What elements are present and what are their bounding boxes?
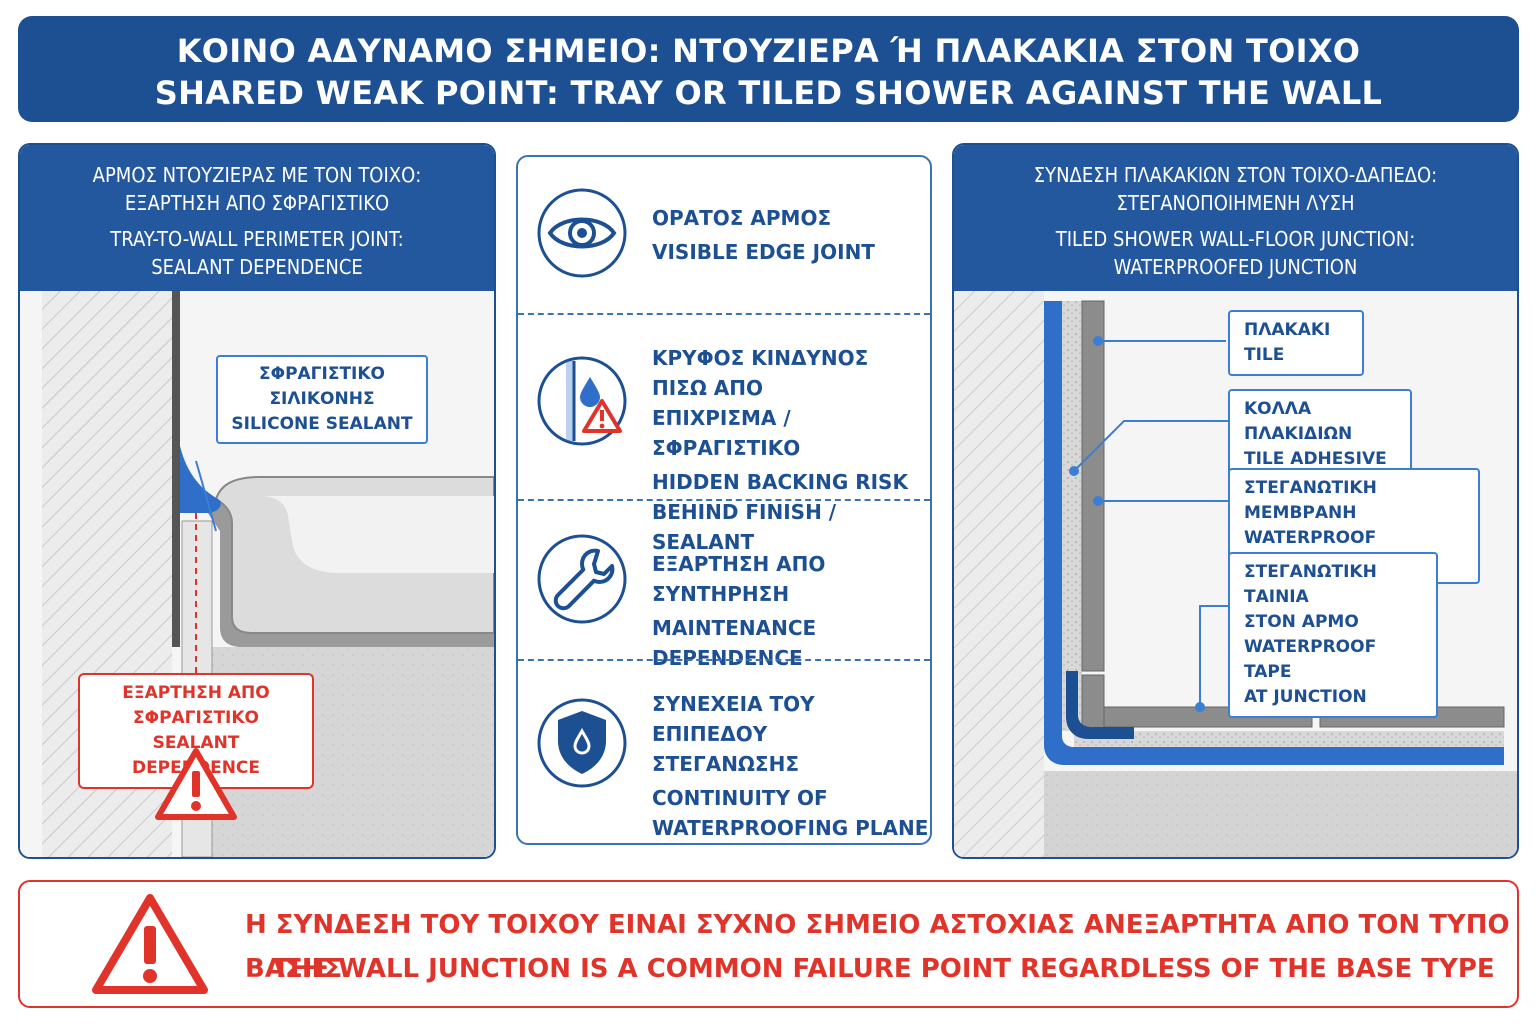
warning-banner: Η ΣΥΝΔΕΣΗ ΤΟΥ ΤΟΙΧΟΥ ΕΙΝΑΙ ΣΥΧΝΟ ΣΗΜΕΙΟ …	[18, 880, 1519, 1008]
right-header-english-1: TILED SHOWER WALL-FLOOR JUNCTION:	[1055, 227, 1416, 251]
maintenance-english: MAINTENANCE DEPENDENCE	[652, 616, 817, 670]
middle-panel: ΟΡΑΤΟΣ ΑΡΜΟΣ VISIBLE EDGE JOINT ΚΡΥΦΟΣ Κ…	[516, 155, 932, 845]
silicone-sealant-callout: ΣΦΡΑΓΙΣΤΙΚΟ ΣΙΛΙΚΟΝΗΣ SILICONE SEALANT	[216, 355, 428, 444]
tile-label-greek: ΠΛΑΚΑΚΙ	[1244, 320, 1331, 340]
membrane-label-greek: ΣΤΕΓΑΝΩΤΙΚΗ ΜΕΜΒΡΑΝΗ	[1244, 478, 1377, 523]
right-panel: ΣΥΝΔΕΣΗ ΠΛΑΚΑΚΙΩΝ ΣΤΟΝ ΤΟΙΧΟ-ΔΑΠΕΔΟ: ΣΤΕ…	[952, 143, 1519, 859]
left-panel: ΑΡΜΟΣ ΝΤΟΥΖΙΕΡΑΣ ΜΕ ΤΟΝ ΤΟΙΧΟ: ΕΞΑΡΤΗΣΗ …	[18, 143, 496, 859]
right-header-greek-2: ΣΤΕΓΑΝΟΠΟΙΗΜΕΝΗ ΛΥΣΗ	[1116, 191, 1355, 215]
tape-label-english-2: AT JUNCTION	[1244, 687, 1367, 707]
warning-triangle-icon	[92, 894, 208, 994]
divider	[518, 313, 930, 315]
left-panel-header: ΑΡΜΟΣ ΝΤΟΥΖΙΕΡΑΣ ΜΕ ΤΟΝ ΤΟΙΧΟ: ΕΞΑΡΤΗΣΗ …	[20, 145, 494, 291]
hidden-risk-english-2: BEHIND FINISH / SEALANT	[652, 500, 837, 554]
continuity-english-2: WATERPROOFING PLANE	[652, 816, 929, 840]
warning-text-english: THE WALL JUNCTION IS A COMMON FAILURE PO…	[272, 954, 1495, 984]
right-panel-header: ΣΥΝΔΕΣΗ ΠΛΑΚΑΚΙΩΝ ΣΤΟΝ ΤΟΙΧΟ-ΔΑΠΕΔΟ: ΣΤΕ…	[954, 145, 1517, 291]
warning-text-greek: Η ΣΥΝΔΕΣΗ ΤΟΥ ΤΟΙΧΟΥ ΕΙΝΑΙ ΣΥΧΝΟ ΣΗΜΕΙΟ …	[245, 910, 1510, 984]
visible-joint-english: VISIBLE EDGE JOINT	[652, 240, 875, 264]
divider	[518, 659, 930, 661]
continuity-greek-2: ΣΤΕΓΑΝΩΣΗΣ	[652, 752, 799, 776]
hidden-risk-english-1: HIDDEN BACKING RISK	[652, 470, 908, 494]
right-header-greek-1: ΣΥΝΔΕΣΗ ΠΛΑΚΑΚΙΩΝ ΣΤΟΝ ΤΟΙΧΟ-ΔΑΠΕΔΟ:	[1033, 163, 1438, 187]
hidden-risk-greek-1: ΚΡΥΦΟΣ ΚΙΝΔΥΝΟΣ ΠΙΣΩ ΑΠΟ	[652, 346, 869, 400]
floor-slab	[1044, 771, 1517, 857]
title-banner: ΚΟΙΝΟ ΑΔΥΝΑΜΟ ΣΗΜΕΙΟ: ΝΤΟΥΖΙΕΡΑ Ή ΠΛΑΚΑΚ…	[18, 16, 1519, 122]
shield-water-drop-icon	[537, 698, 627, 788]
tile-adhesive-layer	[1062, 301, 1082, 731]
waterproof-tape-label: ΣΤΕΓΑΝΩΤΙΚΗ ΤΑΙΝΙΑ ΣΤΟΝ ΑΡΜΟ WATERPROOF …	[1228, 552, 1438, 718]
tape-label-greek-2: ΣΤΟΝ ΑΡΜΟ	[1244, 612, 1359, 632]
tile-adhesive-label: ΚΟΛΛΑ ΠΛΑΚΙΔΙΩΝ TILE ADHESIVE	[1228, 389, 1412, 480]
tile-label: ΠΛΑΚΑΚΙ TILE	[1228, 310, 1364, 376]
tile-adhesive-label-english: TILE ADHESIVE	[1244, 449, 1387, 469]
hidden-risk-greek-2: ΕΠΙΧΡΙΣΜΑ / ΣΦΡΑΓΙΣΤΙΚΟ	[652, 406, 801, 460]
sealant-dependence-label-greek: ΕΞΑΡΤΗΣΗ ΑΠΟ ΣΦΡΑΓΙΣΤΙΚΟ	[122, 683, 270, 728]
tape-label-greek-1: ΣΤΕΓΑΝΩΤΙΚΗ ΤΑΙΝΙΑ	[1244, 562, 1377, 607]
left-header-english-1: TRAY-TO-WALL PERIMETER JOINT:	[110, 227, 404, 251]
visible-joint-greek: ΟΡΑΤΟΣ ΑΡΜΟΣ	[652, 206, 832, 230]
continuity-greek-1: ΣΥΝΕΧΕΙΑ ΤΟΥ ΕΠΙΠΕΔΟΥ	[652, 692, 815, 746]
title-greek: ΚΟΙΝΟ ΑΔΥΝΑΜΟ ΣΗΜΕΙΟ: ΝΤΟΥΖΙΕΡΑ Ή ΠΛΑΚΑΚ…	[176, 32, 1361, 70]
tape-label-english-1: WATERPROOF TAPE	[1244, 637, 1377, 682]
silicone-sealant	[180, 446, 221, 513]
tile-label-english: TILE	[1244, 345, 1285, 365]
eye-icon	[537, 188, 627, 278]
left-header-english-2: SEALANT DEPENDENCE	[151, 255, 363, 279]
silicone-sealant-label-english: SILICONE SEALANT	[231, 414, 413, 434]
right-header-english-2: WATERPROOFED JUNCTION	[1113, 255, 1358, 279]
junction-tape	[1066, 671, 1134, 739]
hidden-leak-warning-icon	[537, 356, 627, 446]
title-english: SHARED WEAK POINT: TRAY OR TILED SHOWER …	[154, 74, 1383, 112]
continuity-english-1: CONTINUITY OF	[652, 786, 828, 810]
wrench-icon	[537, 534, 627, 624]
wall-section	[954, 291, 1044, 857]
tile-adhesive-label-greek: ΚΟΛΛΑ ΠΛΑΚΙΔΙΩΝ	[1244, 399, 1353, 444]
silicone-sealant-label-greek: ΣΦΡΑΓΙΣΤΙΚΟ ΣΙΛΙΚΟΝΗΣ	[259, 364, 385, 409]
wall-tile	[1081, 300, 1105, 672]
maintenance-greek: ΕΞΑΡΤΗΣΗ ΑΠΟ ΣΥΝΤΗΡΗΣΗ	[652, 552, 826, 606]
warning-triangle-icon	[155, 748, 237, 820]
divider	[518, 499, 930, 501]
left-header-greek-2: ΕΞΑΡΤΗΣΗ ΑΠΟ ΣΦΡΑΓΙΣΤΙΚΟ	[124, 191, 390, 215]
left-header-greek-1: ΑΡΜΟΣ ΝΤΟΥΖΙΕΡΑΣ ΜΕ ΤΟΝ ΤΟΙΧΟ:	[92, 163, 422, 187]
